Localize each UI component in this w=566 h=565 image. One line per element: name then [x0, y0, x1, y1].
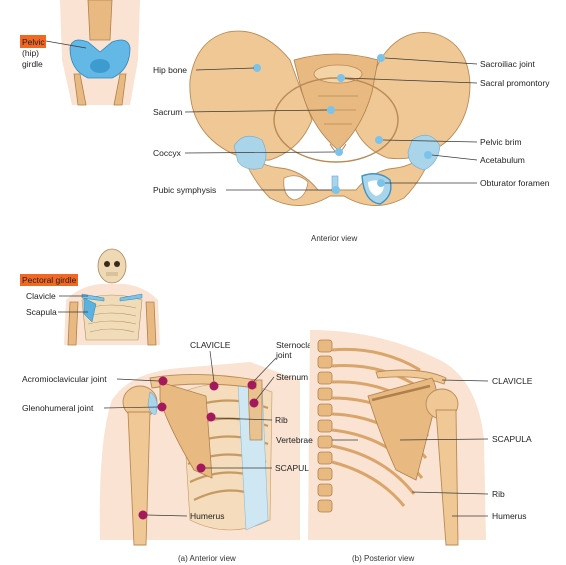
thumb-clavicle-label: Clavicle [26, 291, 56, 301]
pelvis-markers [253, 54, 432, 194]
pectoral-thumbnail: Pectoral girdle Clavicle Scapula [20, 248, 160, 346]
pelvis-illustration [189, 30, 471, 206]
marker-coccyx [335, 148, 343, 156]
label-pelvic-brim: Pelvic brim [480, 137, 522, 147]
sternum-shape [247, 379, 263, 441]
posterior-clavicle [375, 369, 447, 385]
caption-posterior: (b) Posterior view [352, 554, 414, 563]
label-vertebrae: Vertebrae [276, 435, 313, 445]
marker-pelvic-brim [375, 136, 383, 144]
label-scapula-caps: SCAPULA [275, 463, 315, 473]
label-sternum: Sternum [276, 372, 308, 382]
marker-sacrum [327, 106, 335, 114]
label-pubic-symphysis: Pubic symphysis [153, 185, 216, 195]
label-acromioclavicular: Acromioclavicular joint [22, 374, 107, 384]
posterior-scapula [367, 377, 437, 481]
anterior-shoulder-illustration [99, 362, 300, 546]
thumb-pectoral-label: Pectoral girdle [22, 275, 77, 285]
marker-sacral-promontory [337, 74, 345, 82]
right-hip-bone [351, 32, 471, 160]
label-glenohumeral: Glenohumeral joint [22, 403, 94, 413]
right-acetabulum [407, 134, 441, 171]
thumb-scapula-icon [83, 297, 97, 323]
anterior-markers [138, 376, 259, 520]
pelvis-caption: Anterior view [311, 234, 357, 243]
marker-pubic-symphysis [332, 186, 340, 194]
thumb-spine-icon [87, 0, 113, 41]
caption-anterior: (a) Anterior view [178, 554, 236, 563]
marker-obturator-foramen [377, 179, 385, 187]
label-post-scapula: SCAPULA [492, 434, 532, 444]
thumb-skull-icon [97, 248, 127, 284]
label-post-clavicle: CLAVICLE [492, 376, 533, 386]
vertebral-column [317, 339, 333, 513]
pelvic-highlight [20, 35, 46, 48]
thumb-pelvic-label: Pelvic [22, 37, 45, 47]
marker-clavicle [209, 381, 219, 391]
marker-hip-bone [253, 64, 261, 72]
pelvis-thumbnail: Pelvic (hip) girdle [20, 0, 140, 106]
label-obturator-foramen: Obturator foramen [480, 178, 550, 188]
label-sacroiliac-joint: Sacroiliac joint [480, 59, 535, 69]
label-clavicle-caps: CLAVICLE [190, 340, 231, 350]
label-sternoclavicular-2: joint [275, 350, 292, 360]
label-sacral-promontory: Sacral promontory [480, 78, 550, 88]
left-hip-bone [189, 30, 313, 161]
label-post-rib: Rib [492, 489, 505, 499]
thumb-scapula-label: Scapula [26, 307, 57, 317]
label-humerus: Humerus [190, 511, 224, 521]
label-sacrum: Sacrum [153, 107, 182, 117]
marker-humerus [138, 510, 148, 520]
marker-acromioclavicular [158, 376, 168, 386]
marker-sternum [249, 398, 259, 408]
pelvic-inlet [273, 77, 399, 163]
pectoral-highlight [20, 274, 78, 286]
posterior-humerus [435, 409, 459, 546]
marker-sternoclavicular [247, 380, 257, 390]
marker-acetabulum [424, 151, 432, 159]
label-post-humerus: Humerus [492, 511, 526, 521]
thumb-hip-label: (hip) [22, 48, 39, 58]
label-sternoclavicular-1: Sternoclavicular [276, 340, 337, 350]
thumb-girdle-label: girdle [22, 59, 43, 69]
label-hip-bone: Hip bone [153, 65, 187, 75]
marker-glenohumeral [157, 402, 167, 412]
marker-rib [206, 412, 216, 422]
label-rib: Rib [275, 415, 288, 425]
marker-scapula [196, 463, 206, 473]
label-coccyx: Coccyx [153, 148, 182, 158]
label-acetabulum: Acetabulum [480, 155, 525, 165]
anterior-clavicle [149, 373, 257, 389]
posterior-shoulder-illustration [308, 330, 486, 546]
marker-sacroiliac-joint [377, 54, 385, 62]
